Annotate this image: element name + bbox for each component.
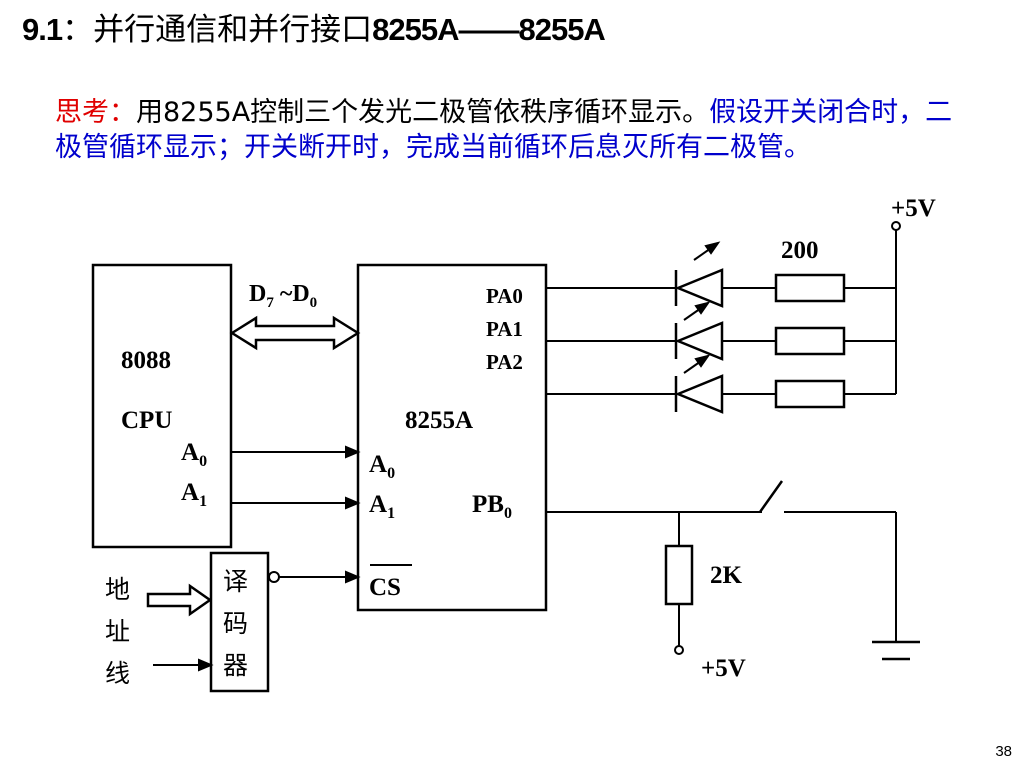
supply-bottom-terminal <box>674 645 684 655</box>
question-condition: 假设开关闭合时，二极管循环显示；开关断开时，完成当前循环后息灭所有二极管。 <box>55 97 953 163</box>
cs-wire <box>279 570 361 584</box>
title-text: 并行通信和并行接口 <box>93 12 373 48</box>
pullup-resistor-label: 2K <box>710 562 743 589</box>
decoder-char-2: 码 <box>223 609 248 638</box>
title-chip-left: 8255A <box>372 12 459 47</box>
question-label: 思考： <box>55 97 136 128</box>
title-separator: ： <box>62 12 94 48</box>
cpu-pin-a0: A0 <box>181 439 207 470</box>
section-number: 9.1 <box>22 12 63 47</box>
supply-top-label: +5V <box>891 195 936 222</box>
address-wire-a0 <box>231 445 361 459</box>
cpu-label-cpu: CPU <box>121 407 172 434</box>
address-wire-a1 <box>231 496 361 510</box>
led-resistor-label: 200 <box>781 237 819 264</box>
decoder-output-bubble <box>268 571 280 583</box>
led-resistor-2 <box>774 379 846 409</box>
title-dash: —— <box>458 12 519 47</box>
supply-top-terminal <box>891 221 901 231</box>
address-line-char-2: 址 <box>105 617 130 646</box>
ppi-pin-a0: A0 <box>369 451 395 482</box>
address-line-char-3: 线 <box>105 659 130 688</box>
ground-symbol <box>872 640 920 661</box>
decoder-char-1: 译 <box>223 567 248 596</box>
ppi-pin-a1: A1 <box>369 491 395 522</box>
ppi-pa0-label: PA0 <box>486 284 523 308</box>
data-bus-arrow <box>229 315 361 351</box>
page-number: 38 <box>995 743 1012 760</box>
question-text: 思考：用8255A控制三个发光二极管依秩序循环显示。假设开关闭合时，二极管循环显… <box>55 95 955 165</box>
decoder-char-3: 器 <box>223 651 248 680</box>
data-bus-label: D7 ~D0 <box>249 281 317 311</box>
ppi-pa2-label: PA2 <box>486 350 523 374</box>
led-2 <box>674 354 776 414</box>
title-chip-right: 8255A <box>518 12 605 47</box>
cpu-box <box>91 263 233 549</box>
ppi-pin-pb0: PB0 <box>472 491 512 522</box>
decoder-box <box>209 551 270 693</box>
question-task: 用8255A控制三个发光二极管依秩序循环显示。 <box>136 97 710 128</box>
led-resistor-1 <box>774 326 846 356</box>
ppi-pa1-label: PA1 <box>486 317 523 341</box>
pullup-resistor <box>664 544 694 606</box>
led-0 <box>674 241 776 308</box>
switch-blade <box>758 480 784 513</box>
ppi-box <box>356 263 548 612</box>
led-1 <box>674 301 776 361</box>
cpu-label-8088: 8088 <box>121 347 171 374</box>
address-line-char-1: 地 <box>105 575 130 604</box>
decoder-line-arrow <box>153 658 214 672</box>
cpu-pin-a1: A1 <box>181 479 207 510</box>
supply-bottom-label: +5V <box>701 655 746 682</box>
ppi-name: 8255A <box>405 407 473 434</box>
led-resistor-0 <box>774 273 846 303</box>
slide-title: 9.1：并行通信和并行接口8255A——8255A <box>22 10 606 50</box>
address-bus-arrow <box>146 583 213 617</box>
ppi-pin-cs: CS <box>369 574 401 601</box>
